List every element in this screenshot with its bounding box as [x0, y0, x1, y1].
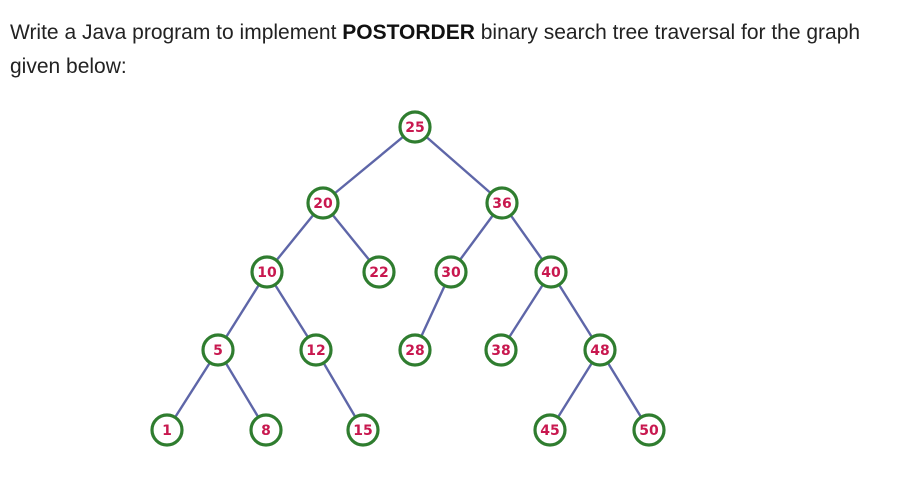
tree-node-40: 40 — [534, 255, 568, 289]
node-circle — [484, 333, 518, 367]
tree-node-12: 12 — [299, 333, 333, 367]
node-label: 45 — [540, 423, 559, 439]
question-prefix: Write a Java program to implement — [10, 21, 343, 44]
node-label: 30 — [441, 265, 461, 281]
edge-25-20 — [322, 126, 416, 204]
node-circle — [299, 333, 333, 367]
tree-node-15: 15 — [346, 413, 380, 447]
node-label: 38 — [491, 343, 510, 359]
question-text: Write a Java program to implement POSTOR… — [10, 16, 895, 84]
tree-node-22: 22 — [362, 255, 396, 289]
question-emphasis: POSTORDER — [342, 21, 475, 44]
tree-node-25: 25 — [398, 110, 432, 144]
node-circle — [434, 255, 468, 289]
node-label: 5 — [213, 343, 223, 359]
tree-node-1: 1 — [150, 413, 184, 447]
node-circle — [485, 186, 519, 220]
node-circle — [362, 255, 396, 289]
tree-node-45: 45 — [533, 413, 567, 447]
node-label: 12 — [306, 343, 325, 359]
tree-edges — [165, 126, 651, 431]
tree-node-28: 28 — [398, 333, 432, 367]
node-label: 22 — [369, 265, 388, 281]
node-label: 28 — [405, 343, 424, 359]
node-circle — [346, 413, 380, 447]
tree-node-50: 50 — [632, 413, 666, 447]
node-circle — [250, 255, 284, 289]
node-label: 20 — [313, 196, 333, 212]
node-label: 1 — [162, 423, 172, 439]
node-label: 40 — [541, 265, 561, 281]
node-circle — [150, 413, 184, 447]
tree-node-30: 30 — [434, 255, 468, 289]
node-circle — [249, 413, 283, 447]
node-circle — [534, 255, 568, 289]
node-circle — [583, 333, 617, 367]
tree-node-38: 38 — [484, 333, 518, 367]
tree-node-20: 20 — [306, 186, 340, 220]
edge-25-36 — [414, 126, 503, 204]
node-label: 15 — [353, 423, 372, 439]
node-circle — [632, 413, 666, 447]
node-circle — [306, 186, 340, 220]
question-suffix: binary search tree traversal for the gra… — [10, 21, 861, 78]
node-circle — [398, 110, 432, 144]
node-label: 50 — [639, 423, 659, 439]
tree-node-48: 48 — [583, 333, 617, 367]
node-label: 36 — [492, 196, 511, 212]
node-circle — [533, 413, 567, 447]
tree-node-36: 36 — [485, 186, 519, 220]
node-circle — [201, 333, 235, 367]
tree-node-10: 10 — [250, 255, 284, 289]
tree-node-5: 5 — [201, 333, 235, 367]
tree-node-8: 8 — [249, 413, 283, 447]
node-label: 8 — [261, 423, 271, 439]
node-label: 10 — [257, 265, 277, 281]
node-label: 25 — [405, 120, 424, 136]
node-label: 48 — [590, 343, 609, 359]
tree-nodes: 25 20 36 10 22 30 40 5 12 28 38 48 1 8 15 45 50 — [150, 110, 666, 447]
node-circle — [398, 333, 432, 367]
